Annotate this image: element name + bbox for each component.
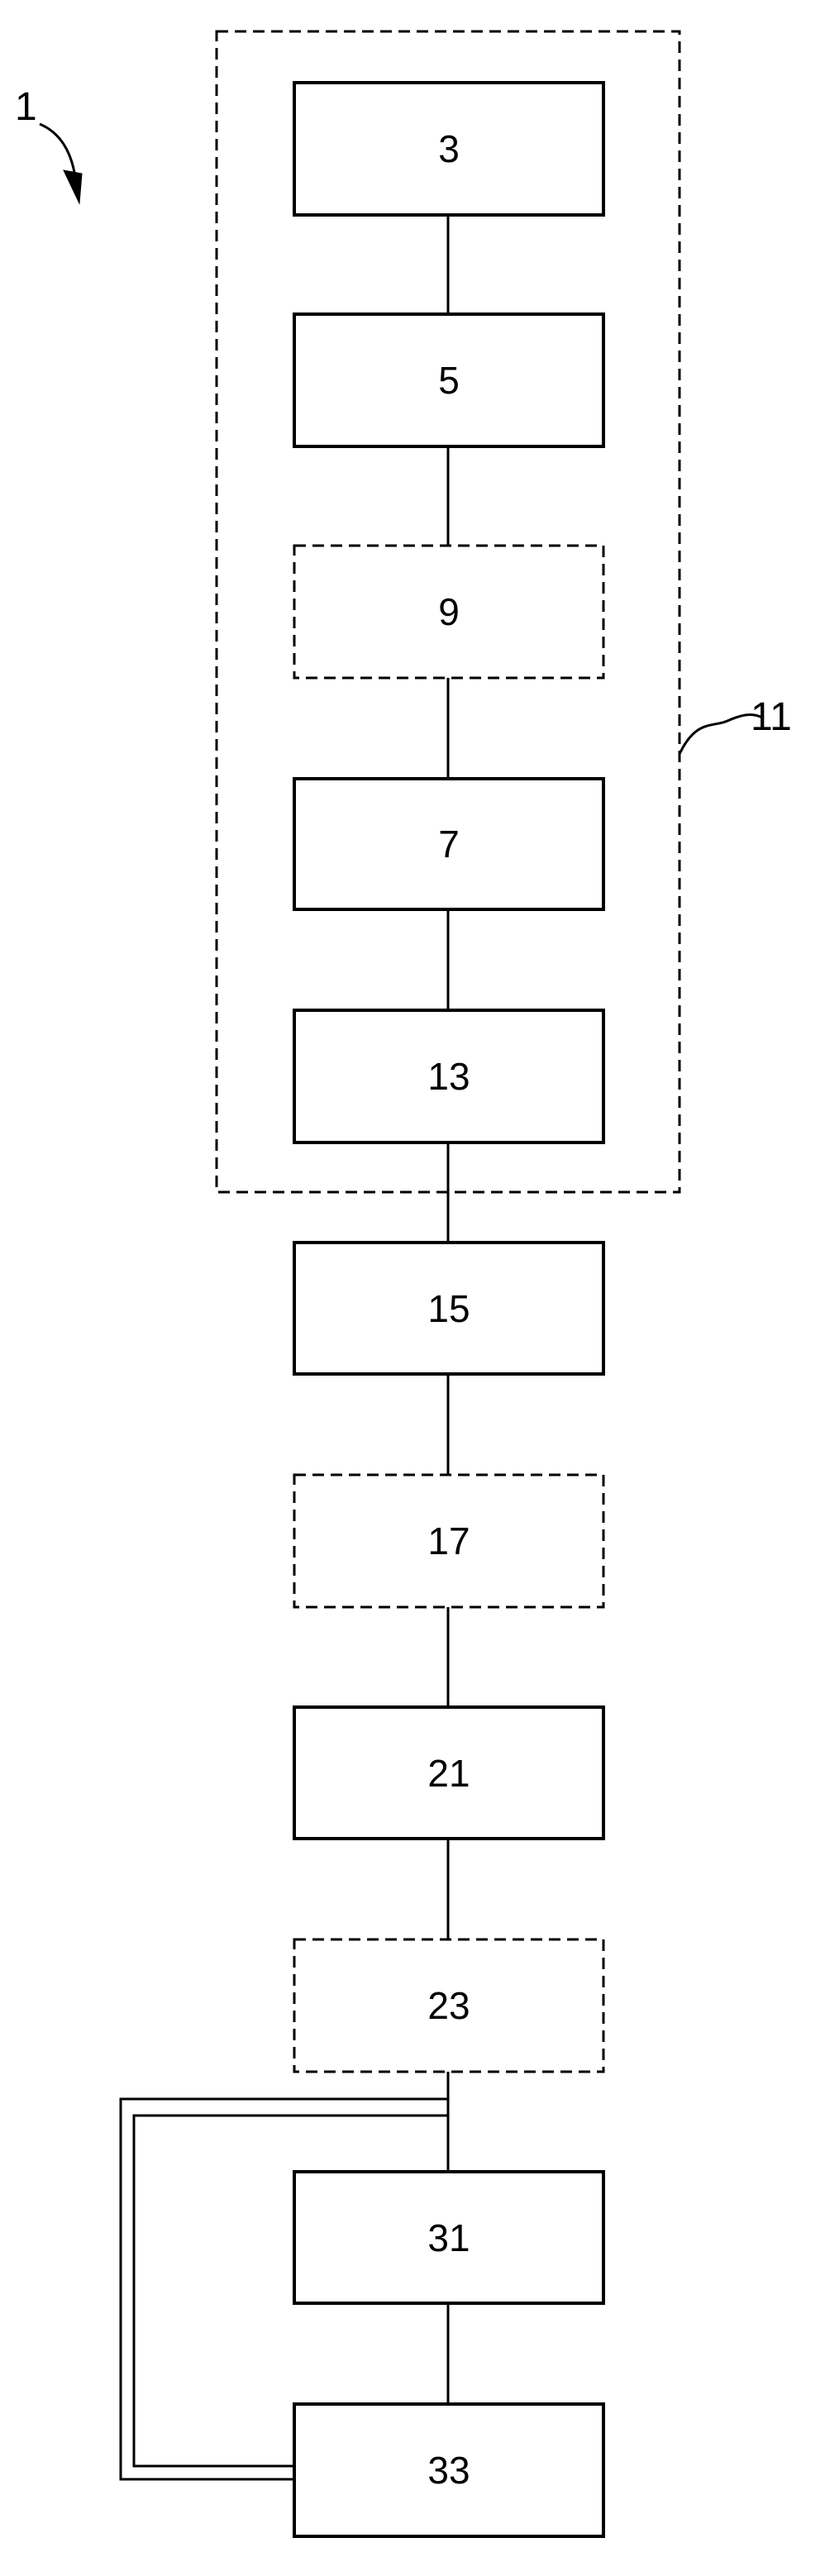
reference-label-11: 11 [751,695,792,739]
block-9-optional: 9 [294,546,603,678]
block-33-label: 33 [427,2449,470,2492]
block-3: 3 [294,83,603,215]
block-13-label: 13 [427,1055,470,1098]
leader-line-11 [680,715,762,754]
reference-label-1: 1 [15,85,37,129]
block-33: 33 [294,2404,603,2536]
block-5-label: 5 [438,359,460,402]
block-7: 7 [294,779,603,909]
block-5: 5 [294,314,603,446]
block-17-optional: 17 [294,1475,603,1607]
block-15-label: 15 [427,1287,470,1330]
block-7-label: 7 [438,823,460,866]
block-23-optional: 23 [294,1939,603,2072]
block-13: 13 [294,1010,603,1143]
block-31-label: 31 [427,2216,470,2259]
block-17-label: 17 [427,1519,470,1562]
block-21: 21 [294,1707,603,1839]
block-9-label: 9 [438,590,460,633]
arrowhead-icon [64,170,82,203]
block-23-label: 23 [427,1984,470,2027]
block-21-label: 21 [427,1752,470,1795]
block-31: 31 [294,2172,603,2303]
block-3-label: 3 [438,127,460,170]
block-15: 15 [294,1243,603,1374]
